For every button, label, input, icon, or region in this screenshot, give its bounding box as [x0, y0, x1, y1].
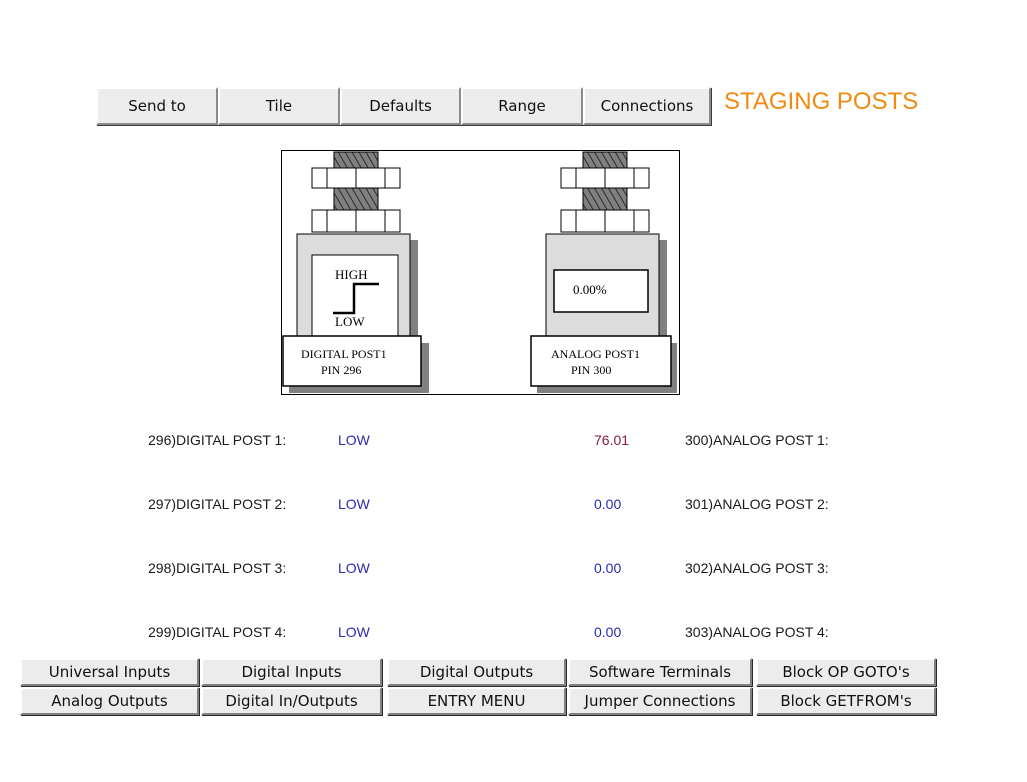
block-getfroms-button[interactable]: Block GETFROM's — [756, 687, 936, 715]
staging-posts-diagram: HIGH LOW DIGITAL POST1 PIN 296 0.00% ANA… — [281, 150, 680, 395]
digital-post-2-label: 297)DIGITAL POST 2: — [148, 496, 287, 512]
digital-post-name: DIGITAL POST1 — [301, 347, 387, 361]
digital-high-label: HIGH — [335, 267, 368, 282]
send-to-button[interactable]: Send to — [96, 87, 218, 125]
digital-in-outputs-button[interactable]: Digital In/Outputs — [201, 687, 382, 715]
range-button[interactable]: Range — [461, 87, 583, 125]
page-title: STAGING POSTS — [724, 88, 919, 115]
digital-post-2-value: LOW — [338, 496, 370, 512]
digital-outputs-button[interactable]: Digital Outputs — [387, 658, 566, 686]
analog-post-4-label: 303)ANALOG POST 4: — [685, 624, 829, 640]
analog-post-pin: PIN 300 — [571, 363, 611, 377]
digital-post-4-label: 299)DIGITAL POST 4: — [148, 624, 287, 640]
digital-post-3-value: LOW — [338, 560, 370, 576]
connections-button[interactable]: Connections — [583, 87, 711, 125]
tile-button[interactable]: Tile — [218, 87, 340, 125]
analog-post-4-value: 0.00 — [594, 624, 622, 640]
defaults-button[interactable]: Defaults — [340, 87, 461, 125]
software-terminals-button[interactable]: Software Terminals — [568, 658, 752, 686]
analog-post-value: 0.00% — [573, 282, 607, 297]
analog-post-3-value: 0.00 — [594, 560, 622, 576]
jumper-connections-button[interactable]: Jumper Connections — [568, 687, 752, 715]
digital-low-label: LOW — [335, 314, 365, 329]
analog-post-2-label: 301)ANALOG POST 2: — [685, 496, 829, 512]
analog-outputs-button[interactable]: Analog Outputs — [20, 687, 199, 715]
digital-post-4-value: LOW — [338, 624, 370, 640]
analog-post-2-value: 0.00 — [594, 496, 622, 512]
universal-inputs-button[interactable]: Universal Inputs — [20, 658, 199, 686]
analog-post-3-label: 302)ANALOG POST 3: — [685, 560, 829, 576]
digital-post-3-label: 298)DIGITAL POST 3: — [148, 560, 287, 576]
analog-post-graphic — [530, 151, 677, 393]
block-op-gotos-button[interactable]: Block OP GOTO's — [756, 658, 936, 686]
entry-menu-button[interactable]: ENTRY MENU — [387, 687, 566, 715]
digital-post-1-value: LOW — [338, 432, 370, 448]
digital-post-graphic — [282, 151, 429, 393]
digital-post-pin: PIN 296 — [321, 363, 361, 377]
analog-post-1-value: 76.01 — [594, 432, 630, 448]
digital-post-1-label: 296)DIGITAL POST 1: — [148, 432, 287, 448]
digital-inputs-button[interactable]: Digital Inputs — [201, 658, 382, 686]
analog-post-1-label: 300)ANALOG POST 1: — [685, 432, 829, 448]
analog-post-name: ANALOG POST1 — [551, 347, 640, 361]
